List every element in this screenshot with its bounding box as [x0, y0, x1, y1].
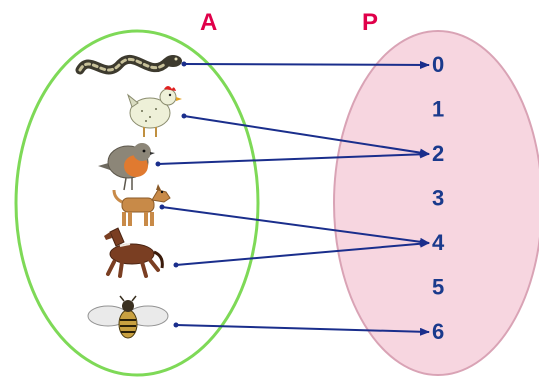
robin-icon: [98, 143, 155, 190]
arrow-start-dot-bee: [174, 323, 179, 328]
horse-icon: [104, 228, 162, 276]
codomain-number-4: 4: [432, 230, 445, 255]
codomain-number-1: 1: [432, 97, 444, 122]
arrow-snake-to-0: [184, 64, 429, 65]
codomain-number-6: 6: [432, 319, 444, 344]
arrow-start-dot-hen: [182, 114, 187, 119]
bee-icon: [88, 296, 168, 338]
arrow-start-dot-snake: [182, 62, 187, 67]
arrow-start-dot-robin: [156, 162, 161, 167]
set-a-label: A: [200, 9, 217, 36]
set-p-label: P: [362, 9, 378, 36]
snake-icon: [80, 55, 182, 70]
hen-icon: [128, 86, 182, 137]
codomain-number-5: 5: [432, 275, 444, 300]
codomain-number-3: 3: [432, 186, 444, 211]
codomain-number-0: 0: [432, 52, 444, 77]
arrow-start-dot-horse: [174, 263, 179, 268]
codomain-number-2: 2: [432, 141, 444, 166]
arrow-start-dot-dog: [160, 205, 165, 210]
